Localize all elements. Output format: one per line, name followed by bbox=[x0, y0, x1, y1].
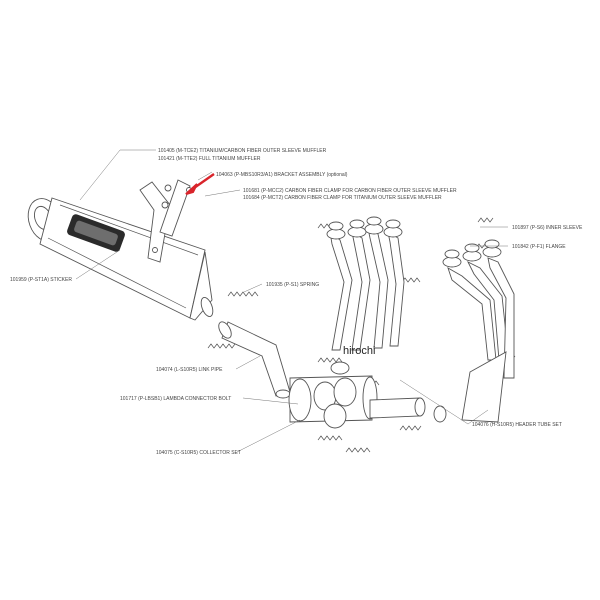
spring bbox=[317, 357, 343, 363]
header-tubes-left bbox=[326, 216, 405, 351]
spring bbox=[227, 291, 259, 297]
spring bbox=[345, 447, 371, 453]
label-sticker: 101959 (P-ST1A) STICKER bbox=[10, 277, 72, 283]
bracket-arrow bbox=[185, 173, 215, 195]
header-tubes-right bbox=[442, 239, 515, 423]
spring bbox=[207, 343, 236, 349]
label-muffler-ti-carbon: 101405 (M-TCE2) TITANIUM/CARBON FIBER OU… bbox=[158, 148, 327, 154]
spring bbox=[401, 277, 421, 283]
label-link-pipe: 104074 (L-S10R5) LINK PIPE bbox=[156, 367, 223, 373]
link-pipe bbox=[218, 321, 291, 399]
label-flange: 101842 (P-F1) FLANGE bbox=[512, 244, 566, 250]
label-collector: 104075 (C-S10R5) COLLECTOR SET bbox=[156, 450, 241, 456]
label-clamp-titanium: 101684 (P-MCT2) CARBON FIBER CLAMP FOR T… bbox=[243, 195, 442, 201]
label-bracket: 104063 (P-MBS10R3/A1) BRACKET ASSEMBLY (… bbox=[216, 172, 348, 178]
label-lambda-bolt: 101717 (P-LBSB1) LAMBDA CONNECTOR BOLT bbox=[120, 396, 231, 402]
label-inner-sleeve: 101897 (P-S6) INNER SLEEVE bbox=[512, 225, 583, 231]
muffler bbox=[27, 197, 214, 321]
collector-set bbox=[288, 361, 447, 429]
watermark: hirochi bbox=[343, 345, 375, 357]
label-muffler-full-ti: 101421 (M-TTE2) FULL TITANIUM MUFFLER bbox=[158, 156, 261, 162]
spring bbox=[317, 435, 343, 441]
label-spring: 101935 (P-S1) SPRING bbox=[266, 282, 319, 288]
leader-lines bbox=[75, 149, 508, 453]
spring bbox=[399, 425, 422, 431]
muffler-sticker bbox=[67, 214, 125, 252]
label-header: 104076 (H-S10R5) HEADER TUBE SET bbox=[472, 422, 562, 428]
spring bbox=[477, 217, 494, 223]
bracket-assembly bbox=[139, 179, 192, 263]
label-clamp-carbon: 101681 (P-MCC2) CARBON FIBER CLAMP FOR C… bbox=[243, 188, 457, 194]
